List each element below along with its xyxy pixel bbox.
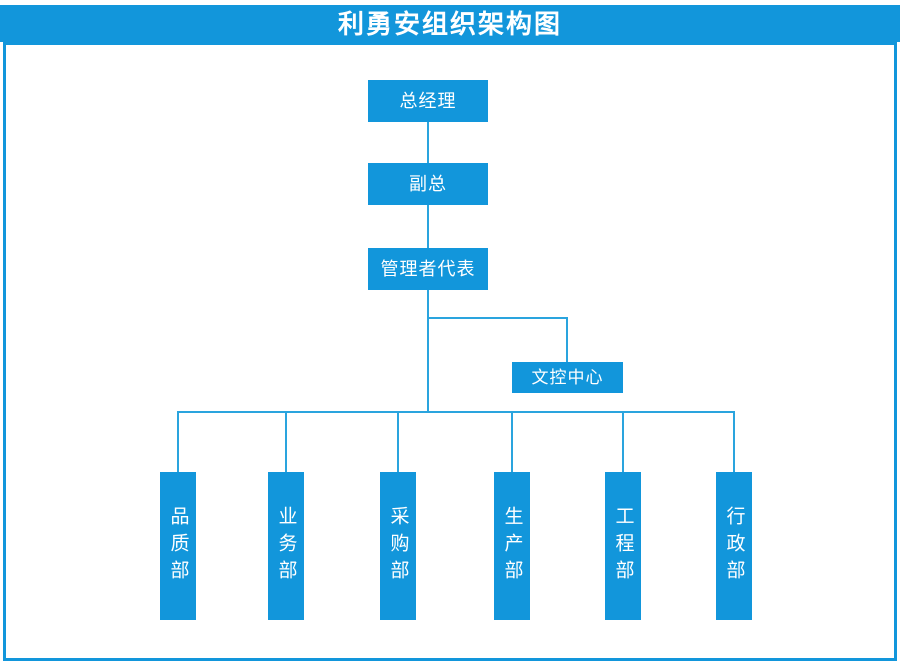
connector-drop-administration [733, 412, 735, 472]
node-department-quality: 品质部 [160, 472, 196, 620]
node-department-business-label: 业务部 [275, 505, 297, 587]
node-department-administration: 行政部 [716, 472, 752, 620]
connector-gm-to-deputy [427, 122, 429, 163]
connector-drop-quality [177, 412, 179, 472]
node-department-production-label: 生产部 [501, 505, 523, 587]
node-deputy-general-manager-label: 副总 [409, 174, 447, 194]
connector-drop-engineering [622, 412, 624, 472]
page-title: 利勇安组织架构图 [337, 8, 562, 39]
connector-drop-business [285, 412, 287, 472]
connector-branch-to-doc-control [566, 317, 568, 362]
connector-drop-purchasing [397, 412, 399, 472]
node-department-production: 生产部 [494, 472, 530, 620]
node-department-engineering: 工程部 [605, 472, 641, 620]
title-bar: 利勇安组织架构图 [0, 5, 900, 42]
node-department-purchasing-label: 采购部 [387, 505, 409, 587]
chart-canvas-frame [3, 42, 897, 661]
connector-distribution-bus [177, 411, 735, 413]
node-department-quality-label: 品质部 [167, 505, 189, 587]
connector-rep-to-bus [427, 290, 429, 412]
node-general-manager: 总经理 [368, 80, 488, 122]
connector-drop-production [511, 412, 513, 472]
node-department-business: 业务部 [268, 472, 304, 620]
node-document-control-center: 文控中心 [512, 362, 623, 393]
connector-deputy-to-rep [427, 205, 429, 248]
node-management-representative: 管理者代表 [368, 248, 488, 290]
node-department-purchasing: 采购部 [380, 472, 416, 620]
connector-branch-horizontal [427, 317, 568, 319]
node-management-representative-label: 管理者代表 [380, 259, 476, 279]
node-general-manager-label: 总经理 [399, 91, 457, 111]
node-document-control-center-label: 文控中心 [531, 368, 604, 387]
node-department-engineering-label: 工程部 [612, 505, 634, 587]
node-deputy-general-manager: 副总 [368, 163, 488, 205]
node-department-administration-label: 行政部 [723, 505, 745, 587]
